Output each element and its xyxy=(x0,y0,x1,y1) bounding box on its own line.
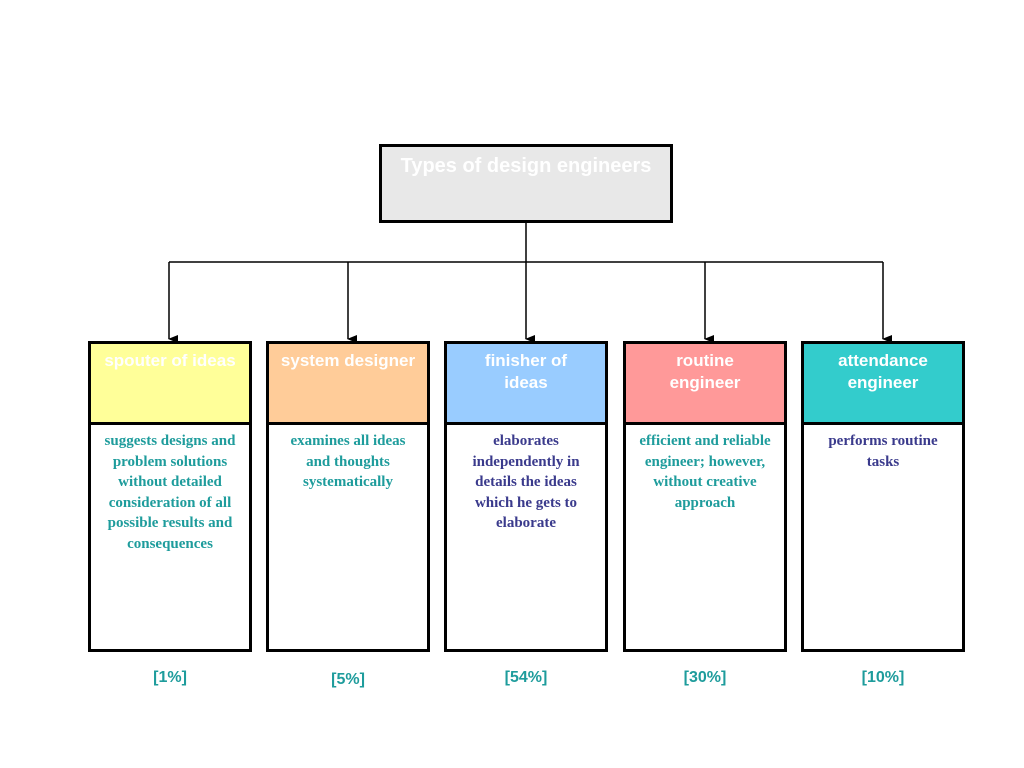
card-description: examines all ideas and thoughts systemat… xyxy=(290,433,406,490)
card-title: attendance engineer xyxy=(838,351,928,392)
card-body: performs routine tasks xyxy=(801,425,965,652)
root-title: Types of design engineers xyxy=(400,155,652,177)
card-title: spouter of ideas xyxy=(104,351,236,370)
share-label: [1%] xyxy=(153,669,187,686)
card-header: spouter of ideas xyxy=(88,341,252,425)
type-card-finisher: finisher of ideas elaborates independent… xyxy=(444,341,608,652)
card-body: examines all ideas and thoughts systemat… xyxy=(266,425,430,652)
card-title: finisher of ideas xyxy=(484,351,568,392)
card-body: efficient and reliable engineer; however… xyxy=(623,425,787,652)
card-description: elaborates independently in details the … xyxy=(472,433,580,531)
share-label: [10%] xyxy=(861,669,905,686)
root-node: Types of design engineers xyxy=(379,144,673,223)
card-description: efficient and reliable engineer; however… xyxy=(639,433,771,511)
card-body: suggests designs and problem solutions w… xyxy=(88,425,252,652)
card-header: finisher of ideas xyxy=(444,341,608,425)
card-title: system designer xyxy=(280,351,416,370)
share-label: [5%] xyxy=(331,671,365,688)
type-card-routine: routine engineer efficient and reliable … xyxy=(623,341,787,652)
card-header: routine engineer xyxy=(623,341,787,425)
card-description: performs routine tasks xyxy=(828,433,938,470)
card-title: routine engineer xyxy=(669,351,741,392)
card-header: system designer xyxy=(266,341,430,425)
share-label: [54%] xyxy=(504,669,548,686)
type-card-spouter: spouter of ideas suggests designs and pr… xyxy=(88,341,252,652)
type-card-attendance: attendance engineer performs routine tas… xyxy=(801,341,965,652)
card-body: elaborates independently in details the … xyxy=(444,425,608,652)
type-card-system-designer: system designer examines all ideas and t… xyxy=(266,341,430,652)
card-description: suggests designs and problem solutions w… xyxy=(104,433,236,552)
card-header: attendance engineer xyxy=(801,341,965,425)
share-label: [30%] xyxy=(683,669,727,686)
